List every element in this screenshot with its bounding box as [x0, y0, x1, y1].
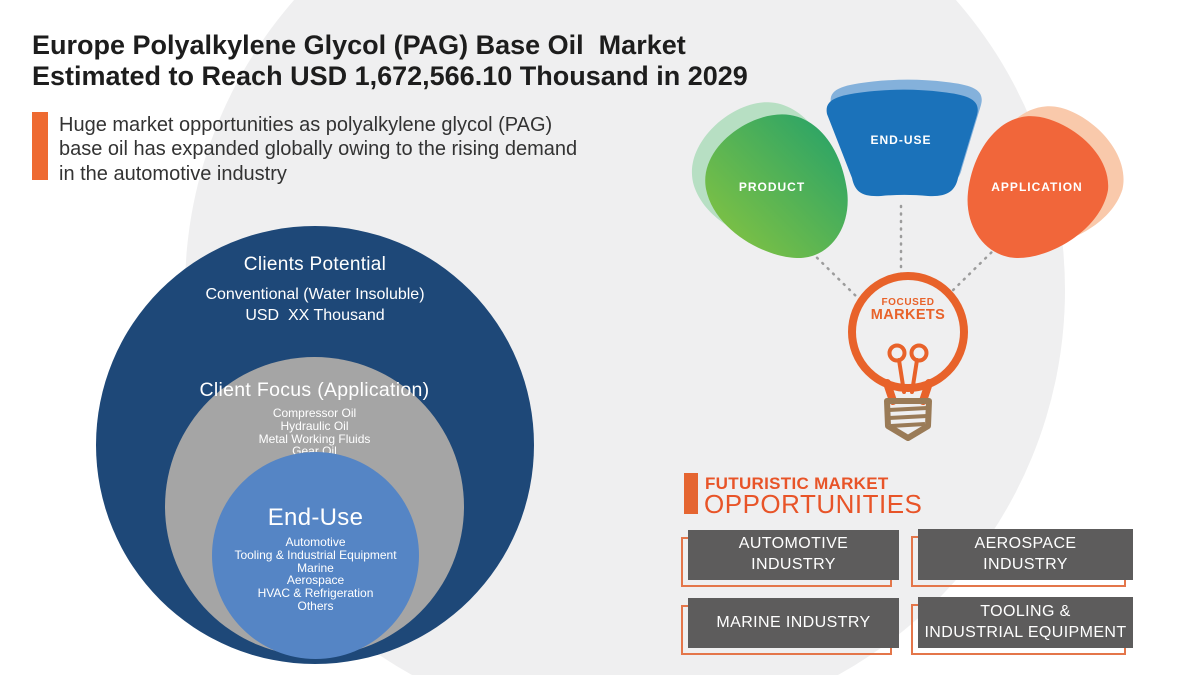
opportunity-box-tooling: TOOLING & INDUSTRIAL EQUIPMENT [911, 597, 1133, 655]
clients-potential-line1: Conventional (Water Insoluble) [205, 286, 425, 303]
end-use-title: End-Use [267, 504, 364, 531]
connector-line-application [940, 240, 1004, 303]
list-item: Others [297, 599, 334, 614]
list-item: HVAC & Refrigeration [257, 586, 374, 601]
box-label: AUTOMOTIVE INDUSTRY [738, 535, 849, 573]
box-face: MARINE INDUSTRY [688, 598, 899, 648]
page-title: Europe Polyalkylene Glycol (PAG) Base Oi… [32, 30, 748, 93]
page-title-line1: Europe Polyalkylene Glycol (PAG) Base Oi… [32, 30, 686, 60]
product-shape [705, 114, 848, 259]
market-subtitle: Huge market opportunities as polyalkylen… [59, 114, 578, 185]
list-item: Tooling & Industrial Equipment [234, 547, 397, 562]
box-label: AEROSPACE INDUSTRY [974, 534, 1077, 573]
opportunities-heading-bar [684, 473, 698, 514]
application-shape [967, 116, 1109, 258]
end-use-list: Automotive Tooling & Industrial Equipmen… [212, 536, 419, 613]
end-use-circle: End-Use Automotive Tooling & Industrial … [212, 452, 419, 659]
page-title-line2: Estimated to Reach USD 1,672,566.10 Thou… [32, 61, 748, 92]
focused-markets-label: FOCUSED MARKETS [848, 297, 968, 324]
clients-potential-line2: USD XX Thousand [245, 307, 385, 324]
list-item: Compressor Oil [272, 406, 357, 420]
product-label: PRODUCT [738, 180, 806, 194]
client-focus-title: Client Focus (Application) [199, 379, 430, 401]
application-label: APPLICATION [991, 180, 1083, 194]
segments-diagram [692, 79, 1124, 303]
opportunity-box-aerospace: AEROSPACE INDUSTRY [911, 529, 1133, 587]
list-item: Metal Working Fluids [258, 431, 371, 446]
opportunity-box-automotive: AUTOMOTIVE INDUSTRY [681, 530, 899, 587]
list-item: Hydraulic Oil [280, 418, 349, 433]
opportunity-box-marine: MARINE INDUSTRY [681, 598, 899, 655]
box-face: AUTOMOTIVE INDUSTRY [688, 530, 899, 580]
opportunities-heading-line2: OPPORTUNITIES [704, 489, 923, 519]
end-use-label: END-USE [870, 133, 932, 147]
focused-markets-line2: MARKETS [870, 307, 946, 323]
focused-markets-line1: FOCUSED [881, 297, 935, 308]
accent-bar [32, 112, 48, 180]
box-face: TOOLING & INDUSTRIAL EQUIPMENT [918, 597, 1133, 648]
list-item: Marine [297, 560, 334, 575]
box-label: MARINE INDUSTRY [716, 613, 871, 631]
list-item: Aerospace [286, 573, 345, 588]
market-highlight: Huge market opportunities as polyalkylen… [32, 112, 577, 186]
box-face: AEROSPACE INDUSTRY [918, 529, 1133, 580]
end-use-shape [826, 89, 978, 197]
opportunities-heading-line1: FUTURISTIC MARKET [705, 474, 889, 493]
list-item: Automotive [285, 535, 346, 549]
clients-potential-title: Clients Potential [243, 254, 387, 275]
box-label: TOOLING & INDUSTRIAL EQUIPMENT [924, 602, 1127, 641]
lightbulb-icon [848, 272, 968, 441]
